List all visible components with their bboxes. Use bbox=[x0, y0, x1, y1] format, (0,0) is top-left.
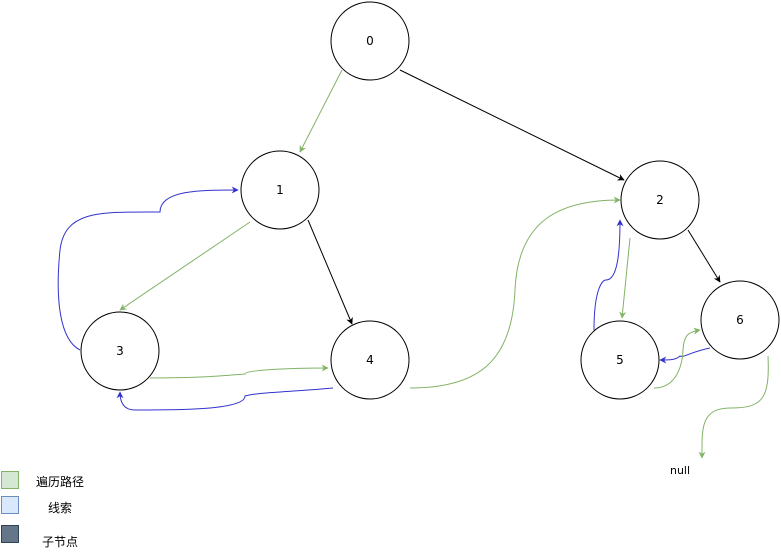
legend-swatch-child bbox=[1, 525, 19, 543]
edge-2-6 bbox=[687, 229, 721, 283]
node-label-5: 5 bbox=[616, 353, 624, 367]
edge-2-5 bbox=[619, 237, 631, 319]
legend-label-traversal: 遍历路径 bbox=[36, 475, 85, 489]
edge-1-3 bbox=[119, 221, 251, 311]
edge-6-5 bbox=[659, 347, 711, 364]
legend-label-child: 子节点 bbox=[42, 535, 79, 549]
node-label-6: 6 bbox=[736, 313, 744, 327]
tree-node-1: 1 bbox=[240, 150, 320, 230]
tree-node-0: 0 bbox=[330, 1, 410, 81]
tree-node-2: 2 bbox=[620, 160, 700, 240]
tree-node-5: 5 bbox=[580, 320, 660, 400]
edge-6-null bbox=[698, 355, 769, 459]
edge-0-2 bbox=[399, 69, 625, 181]
node-label-3: 3 bbox=[116, 344, 124, 358]
edge-4-2 bbox=[409, 196, 621, 389]
node-label-1: 1 bbox=[276, 183, 284, 197]
node-label-0: 0 bbox=[366, 34, 374, 48]
edge-0-1 bbox=[299, 69, 343, 153]
null-label: null bbox=[670, 464, 690, 477]
tree-node-4: 4 bbox=[330, 320, 410, 400]
edge-5-6 bbox=[653, 327, 701, 389]
edge-4-3 bbox=[116, 387, 334, 411]
legend-swatch-traversal bbox=[1, 471, 19, 489]
edge-5-2 bbox=[593, 219, 624, 331]
node-label-4: 4 bbox=[366, 353, 374, 367]
edge-3-4 bbox=[149, 364, 329, 379]
node-label-2: 2 bbox=[656, 193, 664, 207]
edges-layer bbox=[57, 69, 769, 459]
edge-1-4 bbox=[307, 219, 353, 325]
tree-node-6: 6 bbox=[700, 280, 780, 360]
tree-node-3: 3 bbox=[80, 311, 160, 391]
edge-3-1 bbox=[57, 186, 239, 351]
legend-swatch-thread bbox=[1, 496, 19, 514]
legend-label-thread: 线索 bbox=[48, 501, 73, 515]
